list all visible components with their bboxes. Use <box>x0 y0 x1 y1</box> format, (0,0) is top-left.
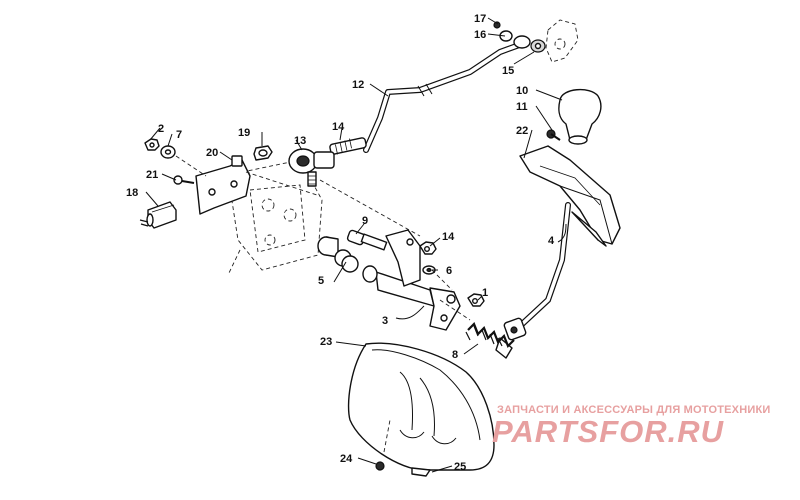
callout-19: 19 <box>238 127 250 139</box>
spring-8 <box>465 322 515 348</box>
callout-5: 5 <box>318 275 324 287</box>
lock-nut-1 <box>467 293 485 307</box>
knob-10 <box>558 89 602 145</box>
nut-14 <box>419 241 437 255</box>
bushing-5 <box>317 236 378 283</box>
callout-10: 10 <box>516 85 528 97</box>
callout-23: 23 <box>320 336 332 348</box>
callout-3: 3 <box>382 315 388 327</box>
callout-6: 6 <box>446 265 452 277</box>
callout-20: 20 <box>206 147 218 159</box>
threaded-rod-end-14 <box>329 137 367 155</box>
callout-13: 13 <box>294 135 306 147</box>
screw-21 <box>173 175 195 185</box>
callout-7: 7 <box>176 129 182 141</box>
screw-25 <box>411 467 431 477</box>
ball-joint-13 <box>288 148 335 187</box>
callout-21: 21 <box>146 169 158 181</box>
pedal-arm-4 <box>495 202 571 359</box>
callout-14-top: 14 <box>332 121 345 133</box>
callout-12: 12 <box>352 79 364 91</box>
watermark-logo: PARTSFOR.RU <box>492 414 725 449</box>
callout-15: 15 <box>502 65 514 77</box>
callout-11: 11 <box>516 101 528 113</box>
callout-numbers: 17 16 15 10 11 22 12 14 13 19 20 2 7 21 … <box>126 13 555 473</box>
callout-1: 1 <box>482 287 488 299</box>
callout-18: 18 <box>126 187 138 199</box>
washer-7 <box>160 145 176 159</box>
callout-4: 4 <box>548 235 555 247</box>
screw-24 <box>375 461 385 471</box>
switch-18 <box>139 201 177 229</box>
assembly-lines <box>175 155 471 453</box>
callout-2: 2 <box>158 123 164 135</box>
callout-14-lower: 14 <box>442 231 455 243</box>
pedal-guard-23 <box>347 342 495 471</box>
leader-lines <box>145 17 567 473</box>
clip-19 <box>253 145 273 161</box>
pedal-shaft-3 <box>375 229 461 331</box>
cable-rod-12 <box>363 41 525 153</box>
pin-9 <box>346 229 388 251</box>
callout-25: 25 <box>454 461 466 473</box>
callout-24: 24 <box>340 453 353 465</box>
upper-cable-hardware <box>493 19 579 63</box>
callout-8: 8 <box>452 349 458 361</box>
screw-11 <box>546 129 561 141</box>
foot-pedal-22 <box>519 145 621 247</box>
callout-17: 17 <box>474 13 486 25</box>
switch-bracket-20 <box>195 155 251 215</box>
callout-9: 9 <box>362 215 368 227</box>
watermark-subtitle: ЗАПЧАСТИ И АКСЕССУАРЫ ДЛЯ МОТОТЕХНИКИ <box>497 404 771 416</box>
callout-16: 16 <box>474 29 486 41</box>
bolt-2 <box>144 138 160 151</box>
callout-22: 22 <box>516 125 528 137</box>
